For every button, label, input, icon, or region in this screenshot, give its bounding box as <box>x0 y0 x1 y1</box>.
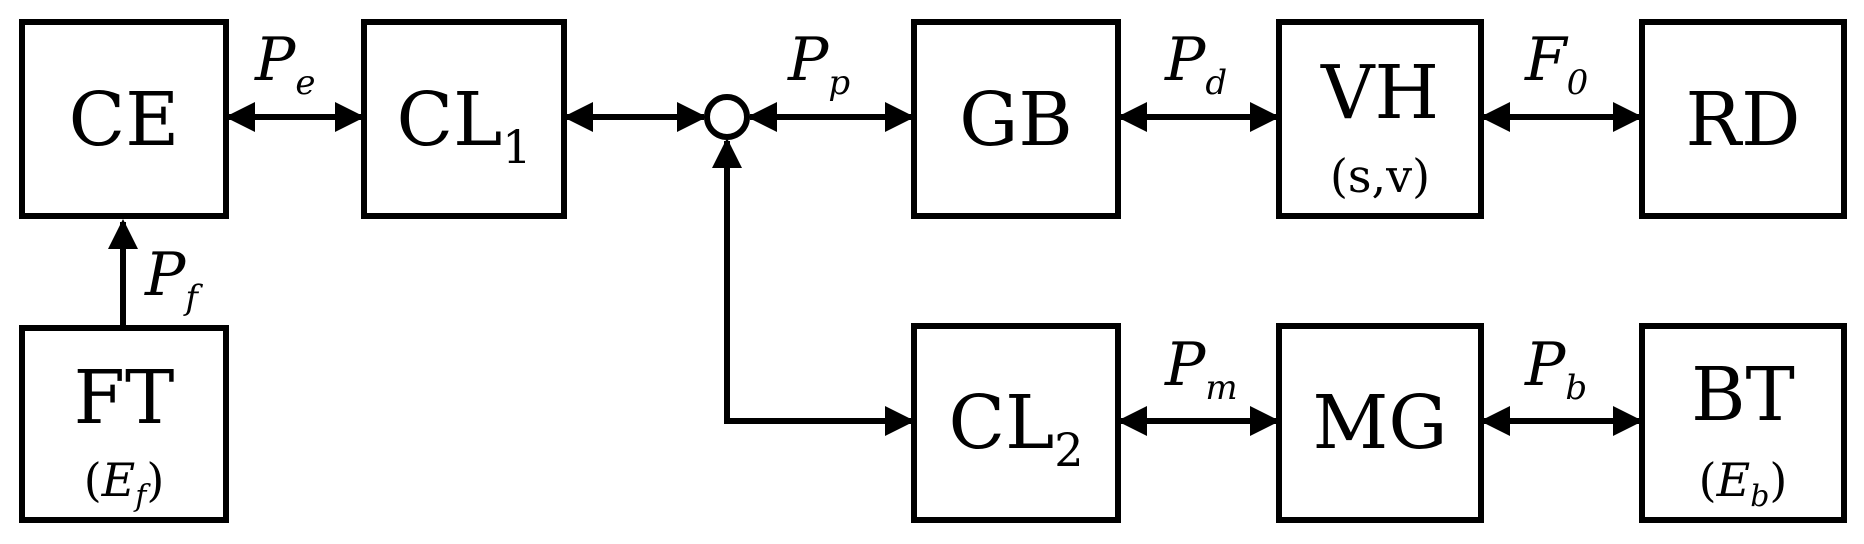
block-ft: FT (Ef) <box>19 325 229 523</box>
edge-label-pm: Pm <box>1164 330 1238 408</box>
edge-label-f0: F0 <box>1524 25 1588 103</box>
block-ce: CE <box>19 19 229 219</box>
block-gb-label: GB <box>959 77 1073 163</box>
block-mg-label: MG <box>1313 380 1448 466</box>
block-cl1: CL1 <box>361 19 567 219</box>
edge-label-pb: Pb <box>1524 330 1587 408</box>
block-rd: RD <box>1639 19 1847 219</box>
summing-junction <box>704 94 750 140</box>
block-ft-params: (Ef) <box>84 453 165 514</box>
arrow-cl2-junction <box>712 138 915 436</box>
block-ce-label: CE <box>69 77 180 163</box>
block-cl1-label: CL1 <box>396 77 531 174</box>
edge-label-pf: Pf <box>144 240 203 318</box>
block-mg: MG <box>1276 323 1484 523</box>
block-ft-label: FT <box>74 355 175 441</box>
block-bt: BT (Eb) <box>1639 323 1847 523</box>
block-vh: VH (s,v) <box>1276 19 1484 219</box>
block-gb: GB <box>911 19 1121 219</box>
edge-label-pd: Pd <box>1164 25 1227 103</box>
block-cl2: CL2 <box>911 323 1121 523</box>
block-vh-label: VH <box>1320 50 1439 136</box>
block-vh-params: (s,v) <box>1330 149 1430 203</box>
block-bt-params: (Eb) <box>1699 453 1788 514</box>
edge-label-pe: Pe <box>254 25 316 103</box>
block-rd-label: RD <box>1685 77 1800 163</box>
block-cl2-label: CL2 <box>948 380 1083 477</box>
block-bt-label: BT <box>1691 352 1795 438</box>
edge-label-pp: Pp <box>787 25 850 103</box>
